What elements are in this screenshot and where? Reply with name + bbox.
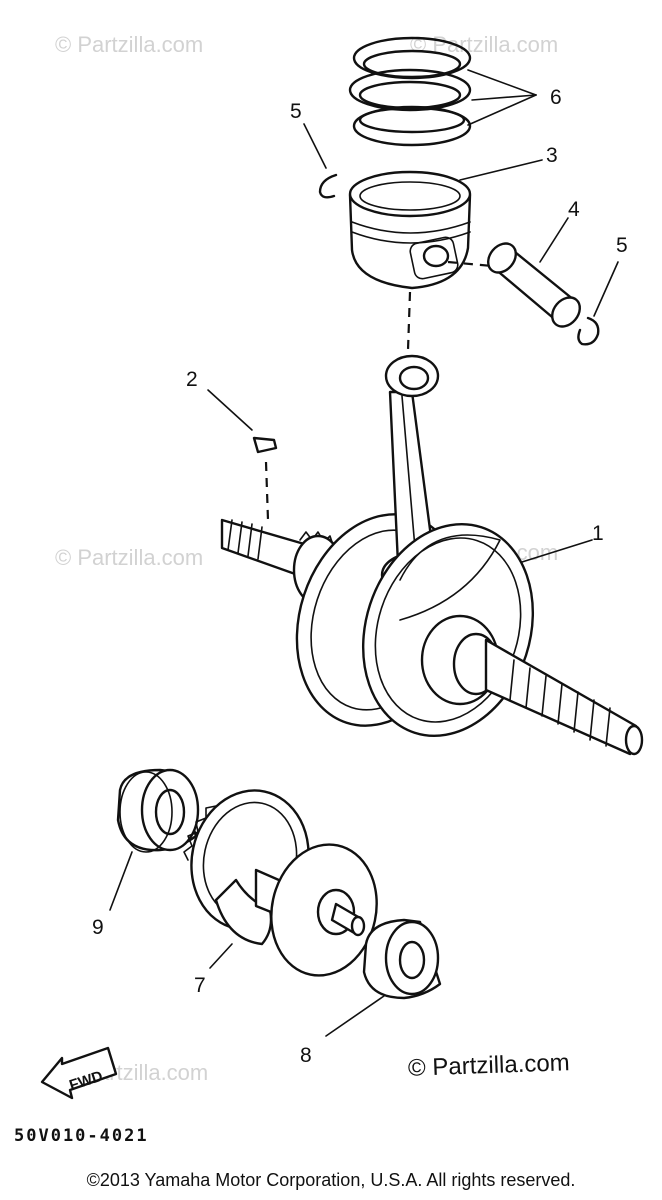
callout-8: 8 [300, 1044, 312, 1067]
callout-3: 3 [546, 144, 558, 167]
callout-2: 2 [186, 368, 198, 391]
leader-1 [521, 539, 593, 563]
crankshaft-assembly[interactable] [220, 354, 644, 758]
piston-rings[interactable] [348, 36, 472, 147]
callout-9: 9 [92, 916, 104, 939]
leader-7 [209, 943, 233, 969]
assembly-line [406, 291, 412, 351]
leader-2 [207, 389, 253, 431]
bearing[interactable] [116, 768, 200, 853]
leader-5 [593, 261, 619, 317]
diagram-code: 50V010-4021 [14, 1126, 149, 1146]
leader-8 [325, 995, 385, 1037]
woodruff-key[interactable] [252, 436, 278, 454]
leader-4 [539, 217, 569, 263]
piston[interactable] [348, 170, 472, 290]
callout-7: 7 [194, 974, 206, 997]
leader-9 [109, 851, 133, 911]
circlip[interactable] [577, 316, 600, 346]
callout-5: 5 [616, 234, 628, 257]
assembly-line [264, 461, 270, 521]
leader-3 [459, 159, 543, 181]
balancer-shaft[interactable] [179, 779, 389, 985]
callout-6: 6 [550, 86, 562, 109]
callout-1: 1 [592, 522, 604, 545]
assembly-line [447, 260, 493, 268]
bearing[interactable] [362, 918, 442, 1000]
piston-pin[interactable] [483, 238, 586, 332]
copyright-watermark: © Partzilla.com [407, 1049, 571, 1082]
circlip[interactable] [318, 173, 338, 199]
copyright-notice: ©2013 Yamaha Motor Corporation, U.S.A. A… [86, 1170, 576, 1190]
forward-arrow: FWD [40, 1046, 118, 1100]
callout-4: 4 [568, 198, 580, 221]
watermark-text: © Partzilla.com [55, 32, 203, 57]
callout-5: 5 [290, 100, 302, 123]
watermark-text: © Partzilla.com [55, 545, 203, 570]
leader-5 [303, 123, 327, 169]
leader-6 [467, 69, 537, 126]
